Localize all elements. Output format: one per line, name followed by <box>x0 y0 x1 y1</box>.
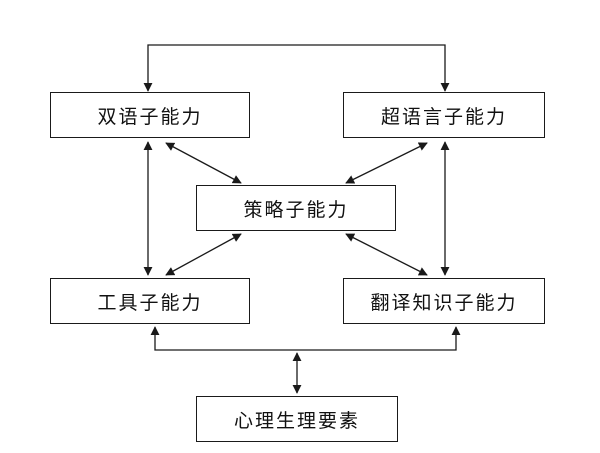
node-psycho-physiological-components: 心理生理要素 <box>196 396 398 442</box>
node-bilingual-subcompetence: 双语子能力 <box>50 92 250 138</box>
node-strategic-subcompetence: 策略子能力 <box>196 185 396 231</box>
connector-bottom-bracket <box>150 326 461 351</box>
connector-knowledge-strategic <box>345 233 428 276</box>
connector-instrumental-strategic <box>165 233 242 276</box>
connector-bilingual-strategic <box>165 142 242 184</box>
node-extralinguistic-subcompetence: 超语言子能力 <box>343 92 545 138</box>
connector-extralinguistic-strategic <box>345 142 428 184</box>
connector-bilingual-extralinguistic <box>143 44 450 92</box>
node-instrumental-subcompetence: 工具子能力 <box>50 278 250 324</box>
node-translation-knowledge-subcompetence: 翻译知识子能力 <box>343 278 545 324</box>
